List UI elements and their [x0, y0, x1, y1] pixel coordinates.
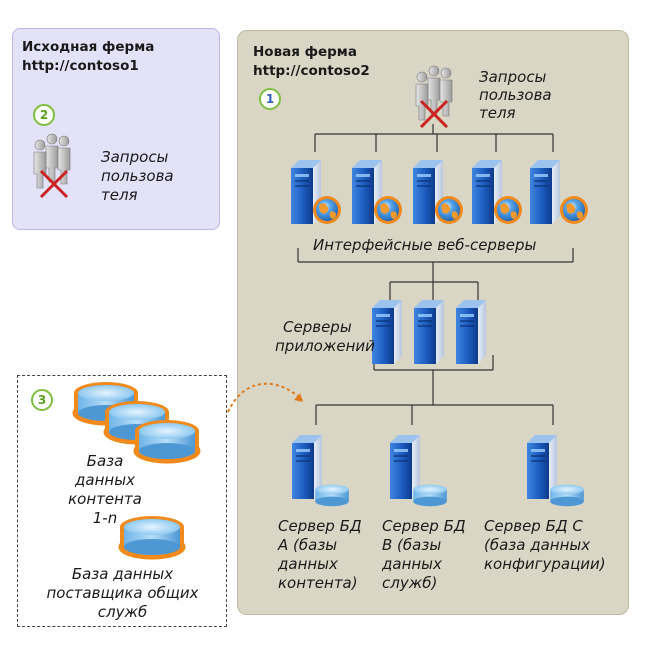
- db-server-b-line3: данных: [382, 555, 442, 573]
- content-db-line4: 1-n: [92, 509, 118, 527]
- source-requests-line3: теля: [101, 186, 138, 204]
- web-server-icon: [291, 160, 341, 224]
- source-user-requests-icon: [33, 133, 71, 199]
- app-server-icon: [372, 300, 402, 364]
- web-servers-group: [291, 160, 588, 224]
- source-farm-title: Исходная ферма: [22, 39, 155, 55]
- db-server-c-line2: (база данных: [484, 536, 591, 554]
- new-requests-line1: Запросы: [479, 68, 547, 86]
- move-arrow: [227, 382, 303, 413]
- step-2-badge: 2: [33, 104, 55, 126]
- new-farm-title: Новая ферма: [253, 44, 357, 60]
- content-db-icon: [74, 382, 199, 462]
- source-farm-panel: [12, 28, 220, 230]
- step-3-badge: 3: [31, 389, 53, 411]
- db-server-a-icon: [292, 435, 349, 507]
- db-server-a-line3: данных: [278, 555, 338, 573]
- source-requests-line2: пользова: [101, 167, 174, 185]
- app-server-icon: [414, 300, 444, 364]
- db-server-c-icon: [527, 435, 584, 507]
- db-server-c-line3: конфигурации): [484, 555, 606, 573]
- app-server-icon: [456, 300, 486, 364]
- db-server-b-line2: В (базы: [382, 536, 442, 554]
- new-farm-url: http://contoso2: [253, 63, 370, 79]
- web-server-icon: [352, 160, 402, 224]
- source-requests-line1: Запросы: [101, 148, 169, 166]
- web-server-icon: [530, 160, 588, 224]
- db-server-a-line1: Сервер БД: [278, 517, 362, 535]
- step-1-badge: 1: [259, 88, 281, 110]
- new-requests-line2: пользова: [479, 86, 552, 104]
- db-server-a-line2: А (базы: [278, 536, 338, 554]
- app-servers-label-line1: Серверы: [283, 318, 352, 336]
- web-server-icon: [472, 160, 522, 224]
- ssp-db-line2: поставщика общих: [46, 584, 199, 602]
- web-server-icon: [413, 160, 463, 224]
- db-server-b-icon: [390, 435, 447, 507]
- db-server-b-line4: служб): [382, 574, 438, 592]
- content-db-line2: данных: [75, 471, 135, 489]
- connector-lines: [297, 124, 574, 425]
- db-server-b-line1: Сервер БД: [382, 517, 466, 535]
- app-servers-label-line2: приложений: [275, 337, 375, 355]
- web-servers-label: Интерфейсные веб-серверы: [313, 236, 537, 254]
- new-farm-user-requests-icon: [415, 65, 453, 129]
- new-requests-line3: теля: [479, 104, 516, 122]
- ssp-db-line1: База данных: [71, 565, 174, 583]
- content-db-line3: контента: [68, 490, 142, 508]
- db-server-a-line4: контента): [278, 574, 358, 592]
- source-farm-url: http://contoso1: [22, 58, 139, 74]
- db-server-c-line1: Сервер БД С: [484, 517, 583, 535]
- app-servers-group: [372, 300, 486, 364]
- ssp-db-line3: служб: [97, 603, 148, 621]
- content-db-line1: База: [86, 452, 124, 470]
